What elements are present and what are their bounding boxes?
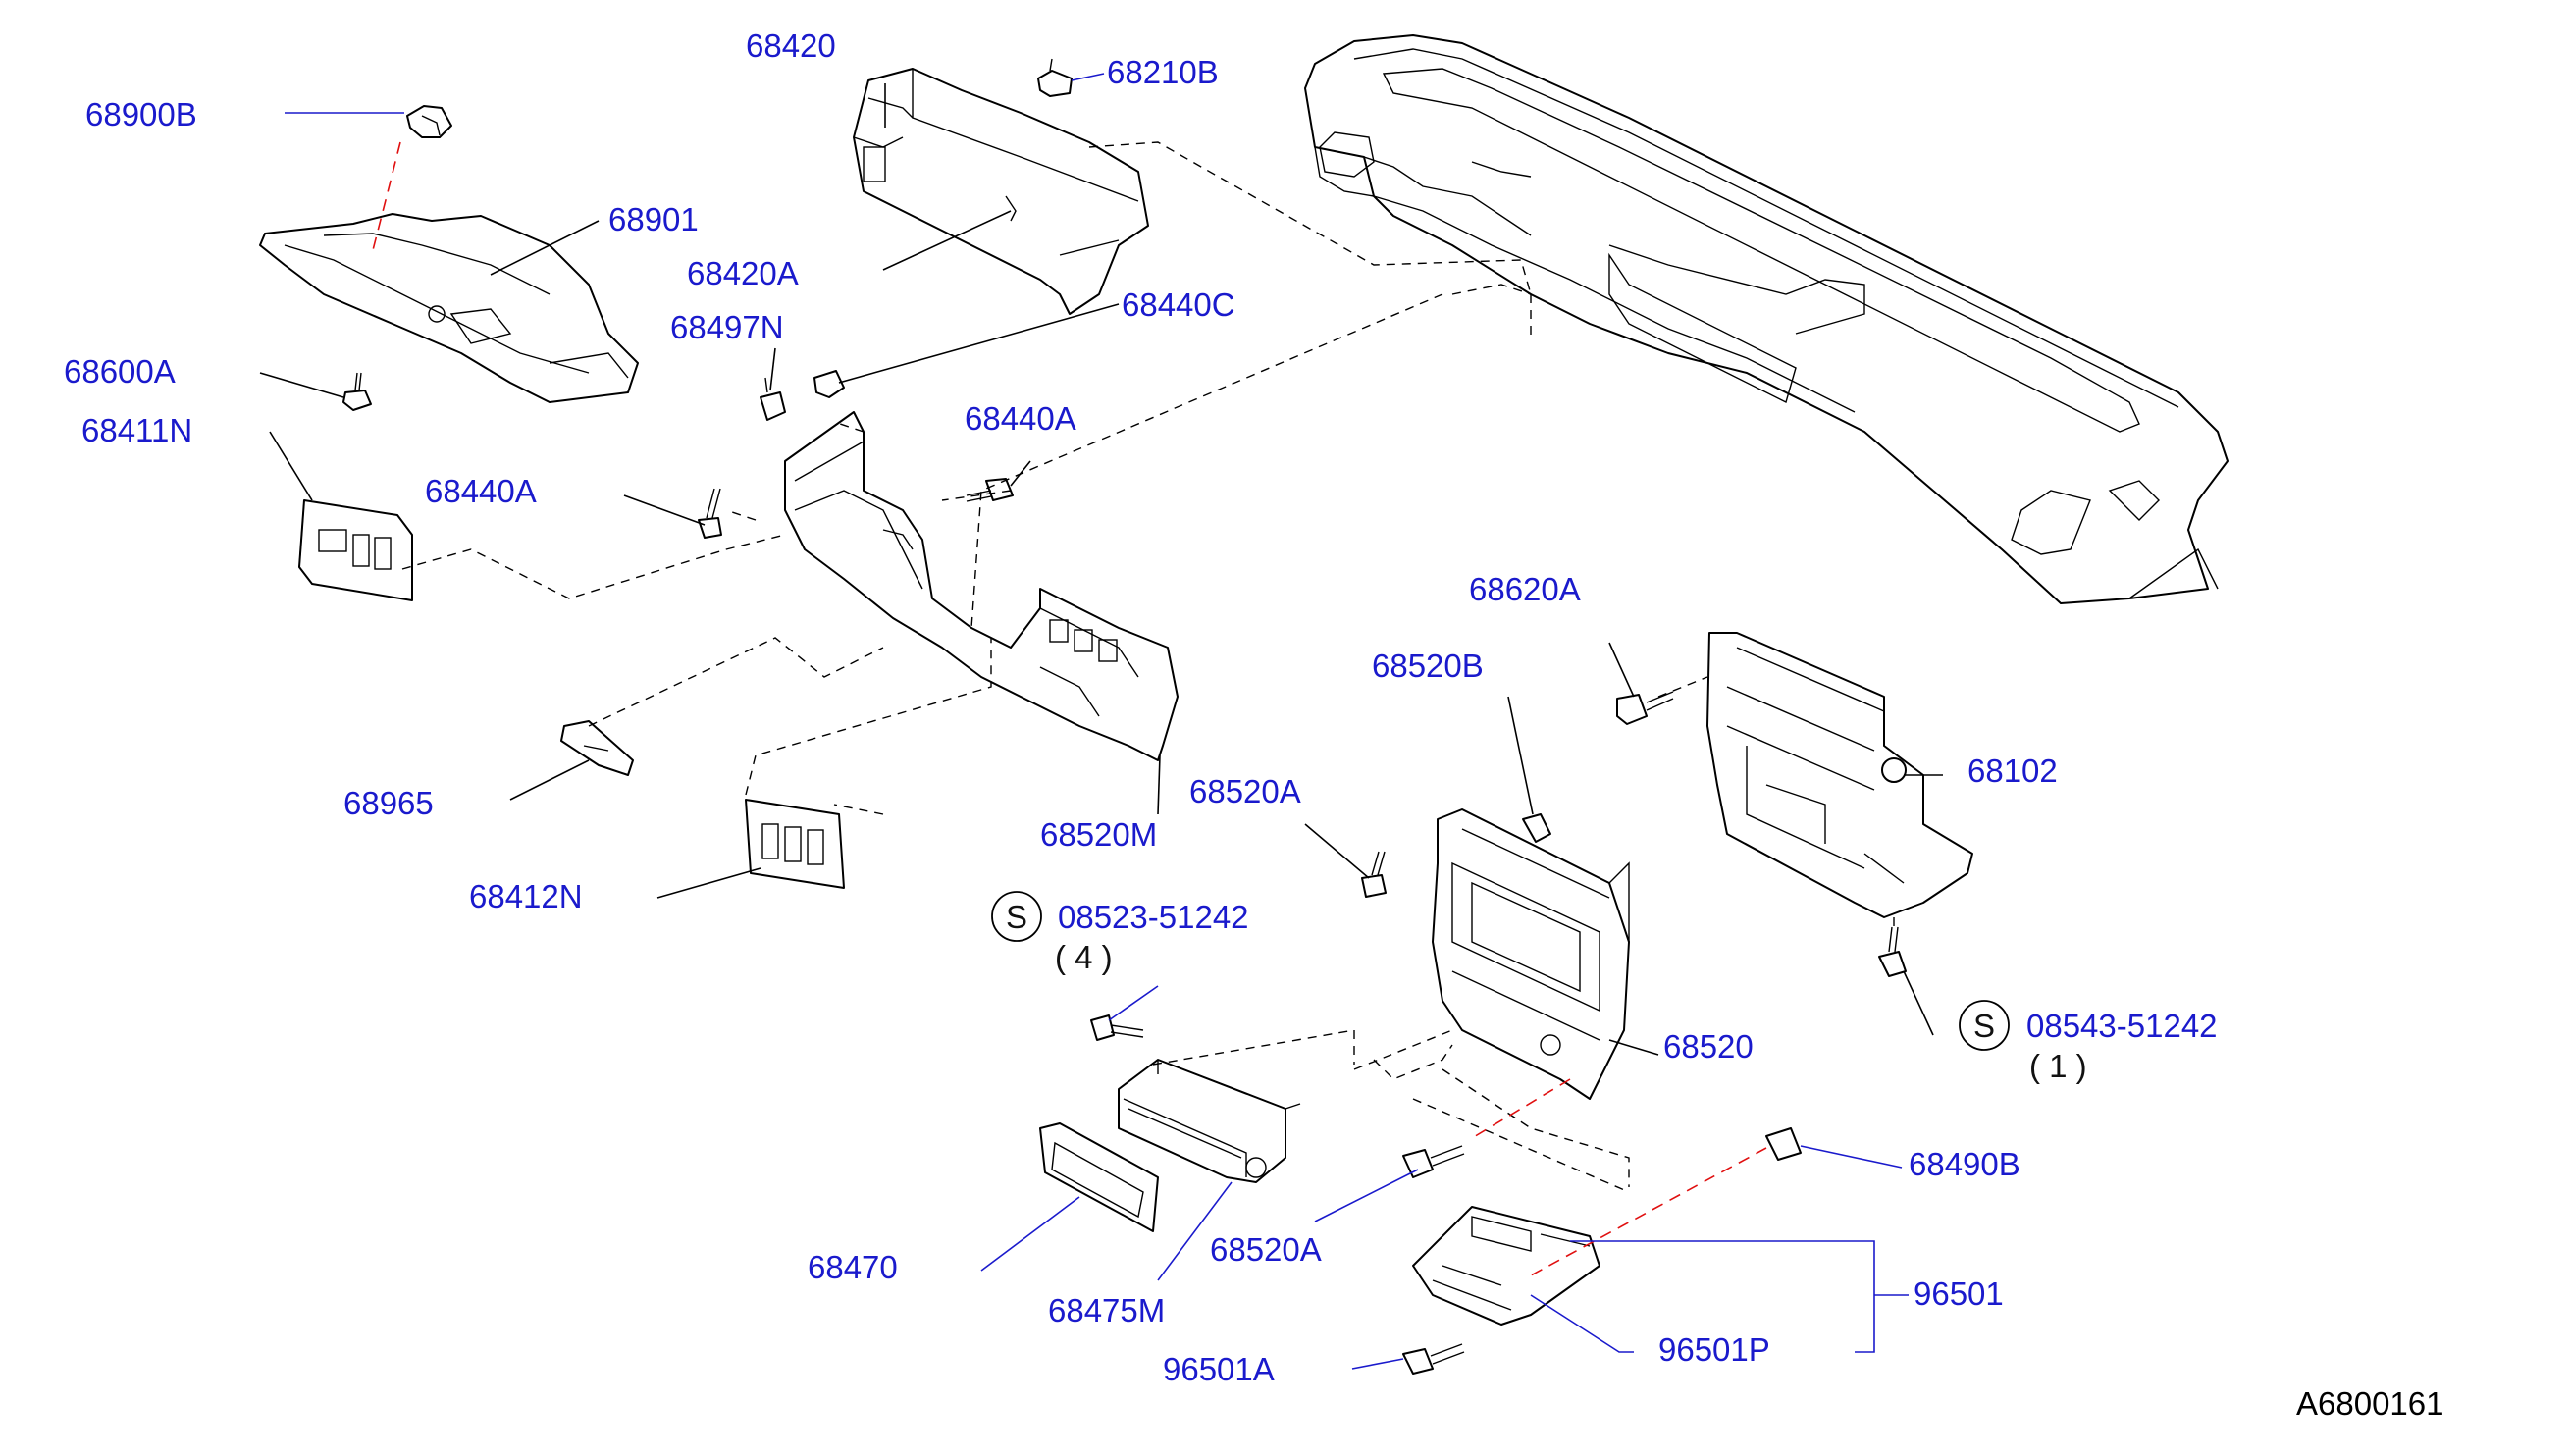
label-68210b: 68210B <box>1107 54 1219 90</box>
clip-68210b-drawing <box>1037 58 1073 97</box>
label-68420a: 68420A <box>687 255 799 291</box>
label-08523-51242: 08523-51242 <box>1058 899 1249 935</box>
label-68620a: 68620A <box>1469 571 1581 607</box>
tray-68901-drawing <box>259 213 639 403</box>
label-68102: 68102 <box>1967 753 2058 789</box>
screw-08543-drawing <box>1878 926 1907 977</box>
label-96501a: 96501A <box>1163 1351 1275 1387</box>
bracket-68102-drawing <box>1706 632 1973 918</box>
clip-68497n-drawing <box>760 377 786 421</box>
label-68412n: 68412N <box>469 878 583 914</box>
screw-08523-drawing <box>1090 1014 1144 1041</box>
lid-68470-drawing <box>1039 1122 1159 1232</box>
label-68411n: 68411N <box>81 412 192 448</box>
label-08543-51242: 08543-51242 <box>2026 1008 2218 1044</box>
qty-08523: ( 4 ) <box>1055 939 1113 975</box>
assembly-dashed-lines <box>401 141 1895 1193</box>
label-68490b: 68490B <box>1909 1146 2020 1182</box>
label-68497n: 68497N <box>670 309 784 345</box>
label-68901: 68901 <box>608 201 699 237</box>
lid-68965-drawing <box>560 720 634 776</box>
assembly-red-dashed-lines <box>372 141 1767 1276</box>
screw-spec-08543: S 08543-51242 ( 1 ) <box>1959 1000 2218 1084</box>
label-68475m: 68475M <box>1048 1292 1165 1328</box>
switch-panel-68411n-drawing <box>298 499 413 601</box>
label-68520a-bottom: 68520A <box>1210 1231 1322 1268</box>
label-68420: 68420 <box>746 27 836 64</box>
s-symbol-08543: S <box>1973 1008 1995 1044</box>
label-68520: 68520 <box>1663 1028 1754 1065</box>
label-68440c: 68440C <box>1122 286 1235 323</box>
label-68470: 68470 <box>808 1249 898 1285</box>
clip-68490b-drawing <box>1765 1127 1802 1161</box>
control-unit-96501-drawing <box>1412 1206 1600 1326</box>
instrument-panel-drawing <box>1304 34 2229 604</box>
screw-spec-08523: S 08523-51242 ( 4 ) <box>991 891 1249 975</box>
clip-68900b-drawing <box>406 105 452 138</box>
label-68965: 68965 <box>343 785 434 821</box>
label-68600a: 68600A <box>64 353 176 390</box>
bezel-68520-drawing <box>1432 808 1630 1100</box>
screw-68440a-left-drawing <box>698 488 722 539</box>
screw-96501a-drawing <box>1402 1343 1465 1375</box>
label-68520m: 68520M <box>1040 816 1157 853</box>
switch-panel-68412n-drawing <box>745 799 845 889</box>
reference-code: A6800161 <box>2296 1385 2443 1422</box>
lower-panel-68520m-drawing <box>784 411 1179 761</box>
pocket-68475m-drawing <box>1118 1059 1301 1183</box>
screw-68520a-bottom-drawing <box>1402 1145 1465 1178</box>
qty-08543: ( 1 ) <box>2029 1048 2087 1084</box>
s-symbol-08523: S <box>1006 899 1027 935</box>
label-96501: 96501 <box>1914 1275 2004 1312</box>
clip-68440c-drawing <box>813 370 845 398</box>
label-68440a-right: 68440A <box>965 400 1076 437</box>
screw-68620a-drawing <box>1616 691 1674 725</box>
label-68440a-left: 68440A <box>425 473 537 509</box>
bolt-68600a-drawing <box>342 372 372 411</box>
screw-68440a-right-drawing <box>966 478 1014 502</box>
leader-lines <box>259 73 1943 1370</box>
screw-68520a-top-drawing <box>1361 851 1387 898</box>
label-68900b: 68900B <box>85 96 197 132</box>
part-labels: 68900B 68420 68210B 68901 68420A 68440C … <box>64 27 2443 1422</box>
label-68520b: 68520B <box>1372 648 1484 684</box>
label-96501p: 96501P <box>1658 1331 1770 1368</box>
clip-68520b-drawing <box>1522 813 1551 843</box>
bracket-68420-drawing <box>853 68 1149 315</box>
label-68520a-top: 68520A <box>1189 773 1301 809</box>
